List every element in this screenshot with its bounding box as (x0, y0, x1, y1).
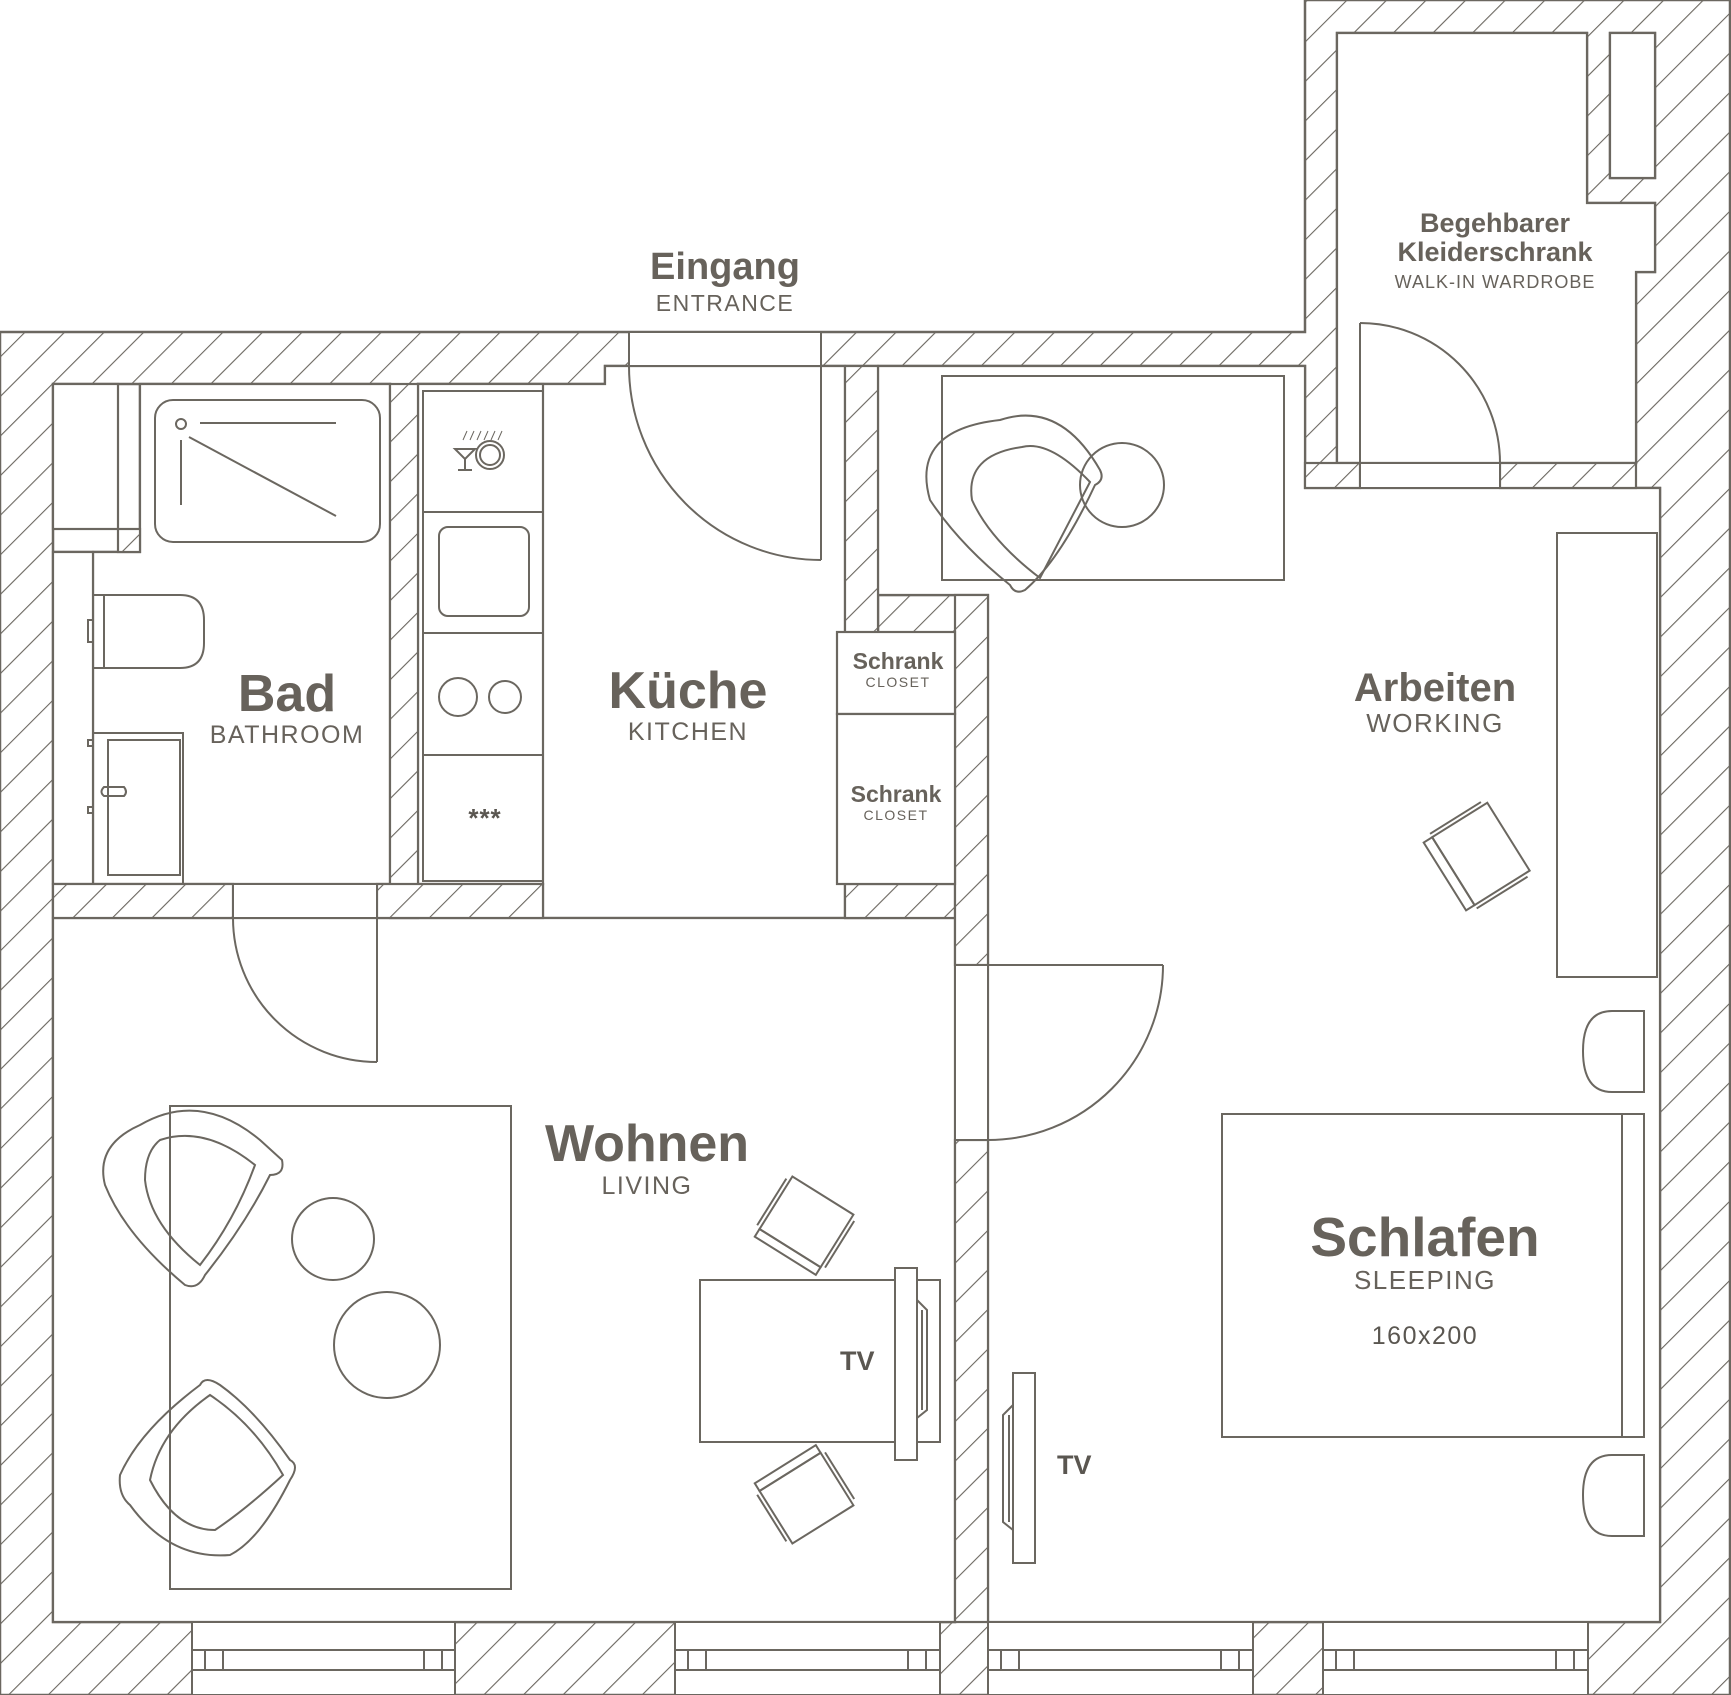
dining-chair-icon (753, 1175, 856, 1277)
rug (169, 1105, 512, 1590)
wardrobe-title-line1: Begehbarer (1419, 208, 1571, 238)
bathroom-title: Bad (237, 665, 337, 723)
coffee-table (291, 1197, 375, 1281)
windows (191, 1621, 1589, 1695)
sleeping-subtitle: SLEEPING (1353, 1265, 1497, 1295)
closet-2-label: Schrank CLOSET (850, 781, 942, 823)
window (674, 1621, 941, 1695)
living-subtitle: LIVING (601, 1172, 693, 1200)
closet-2-subtitle: CLOSET (863, 807, 929, 823)
kitchen-fixtures (422, 390, 544, 882)
closet-2-title: Schrank (850, 781, 942, 807)
bathroom-door[interactable] (232, 883, 378, 1063)
bathroom-fixtures (87, 399, 381, 885)
working-subtitle: WORKING (1366, 708, 1504, 738)
wardrobe-title-line2: Kleiderschrank (1397, 237, 1593, 267)
entrance-title: Eingang (650, 246, 800, 288)
entrance-label: Eingang ENTRANCE (650, 248, 800, 315)
bath-shelf (51, 382, 120, 531)
window (191, 1621, 456, 1695)
reading-nook (925, 375, 1285, 593)
nightstand (1581, 1010, 1645, 1093)
wardrobe-subtitle: WALK-IN WARDROBE (1394, 272, 1596, 292)
closet-1-subtitle: CLOSET (865, 674, 931, 690)
armchair-icon (925, 414, 1103, 593)
wardrobe-shelf (1608, 31, 1657, 180)
wardrobe-door[interactable] (1359, 322, 1501, 489)
hob-burner (438, 677, 478, 717)
kitchen-title: Küche (608, 662, 768, 720)
living-tv-label: TV (840, 1346, 875, 1376)
armchair-icon (102, 1109, 284, 1288)
armchair-icon (118, 1379, 296, 1557)
bath-side-strip (51, 550, 95, 886)
bedroom-tv-label: TV (1057, 1450, 1092, 1480)
closet-1-label: Schrank CLOSET (852, 648, 944, 690)
bedroom-door[interactable] (954, 964, 1164, 1141)
kitchen-label: Küche KITCHEN (609, 665, 768, 745)
tv-stand (894, 1267, 918, 1461)
bathroom-subtitle: BATHROOM (209, 721, 365, 749)
closet-1-title: Schrank (852, 648, 944, 674)
kitchen-sink (438, 526, 530, 617)
wardrobe-label: Begehbarer Kleiderschrank WALK-IN WARDRO… (1394, 208, 1596, 292)
sleeping-label: Schlafen SLEEPING (1310, 1206, 1540, 1295)
desk (1422, 532, 1658, 978)
bedroom-tv-unit (1002, 1372, 1036, 1564)
entrance-door[interactable] (628, 331, 822, 561)
dishwasher-icon (452, 430, 505, 471)
closets (835, 630, 957, 886)
coffee-table (333, 1291, 441, 1399)
kitchen-subtitle: KITCHEN (627, 718, 749, 746)
bed-size-label: 160x200 (1371, 1322, 1479, 1350)
nightstand (1581, 1454, 1645, 1537)
living-label: Wohnen LIVING (545, 1118, 749, 1199)
entrance-subtitle: ENTRANCE (655, 290, 795, 316)
window (1322, 1621, 1589, 1695)
closet-2 (835, 712, 957, 886)
living-title: Wohnen (544, 1115, 750, 1173)
sleeping-title: Schlafen (1310, 1206, 1540, 1268)
office-chair-icon (1422, 801, 1532, 912)
dining-chair-icon (753, 1443, 856, 1545)
oven-label: *** (468, 803, 502, 833)
bed (1221, 1010, 1645, 1537)
living-furniture (102, 1105, 941, 1590)
working-title: Arbeiten (1353, 666, 1517, 710)
bathroom-label: Bad BATHROOM (210, 668, 365, 748)
shower-tray (154, 399, 381, 543)
side-table (1079, 442, 1165, 528)
toilet (92, 594, 205, 669)
hob-burner (488, 680, 522, 714)
bathroom-floor (91, 382, 392, 886)
closet-1 (835, 630, 957, 716)
window (987, 1621, 1254, 1695)
working-label: Arbeiten WORKING (1354, 668, 1516, 736)
